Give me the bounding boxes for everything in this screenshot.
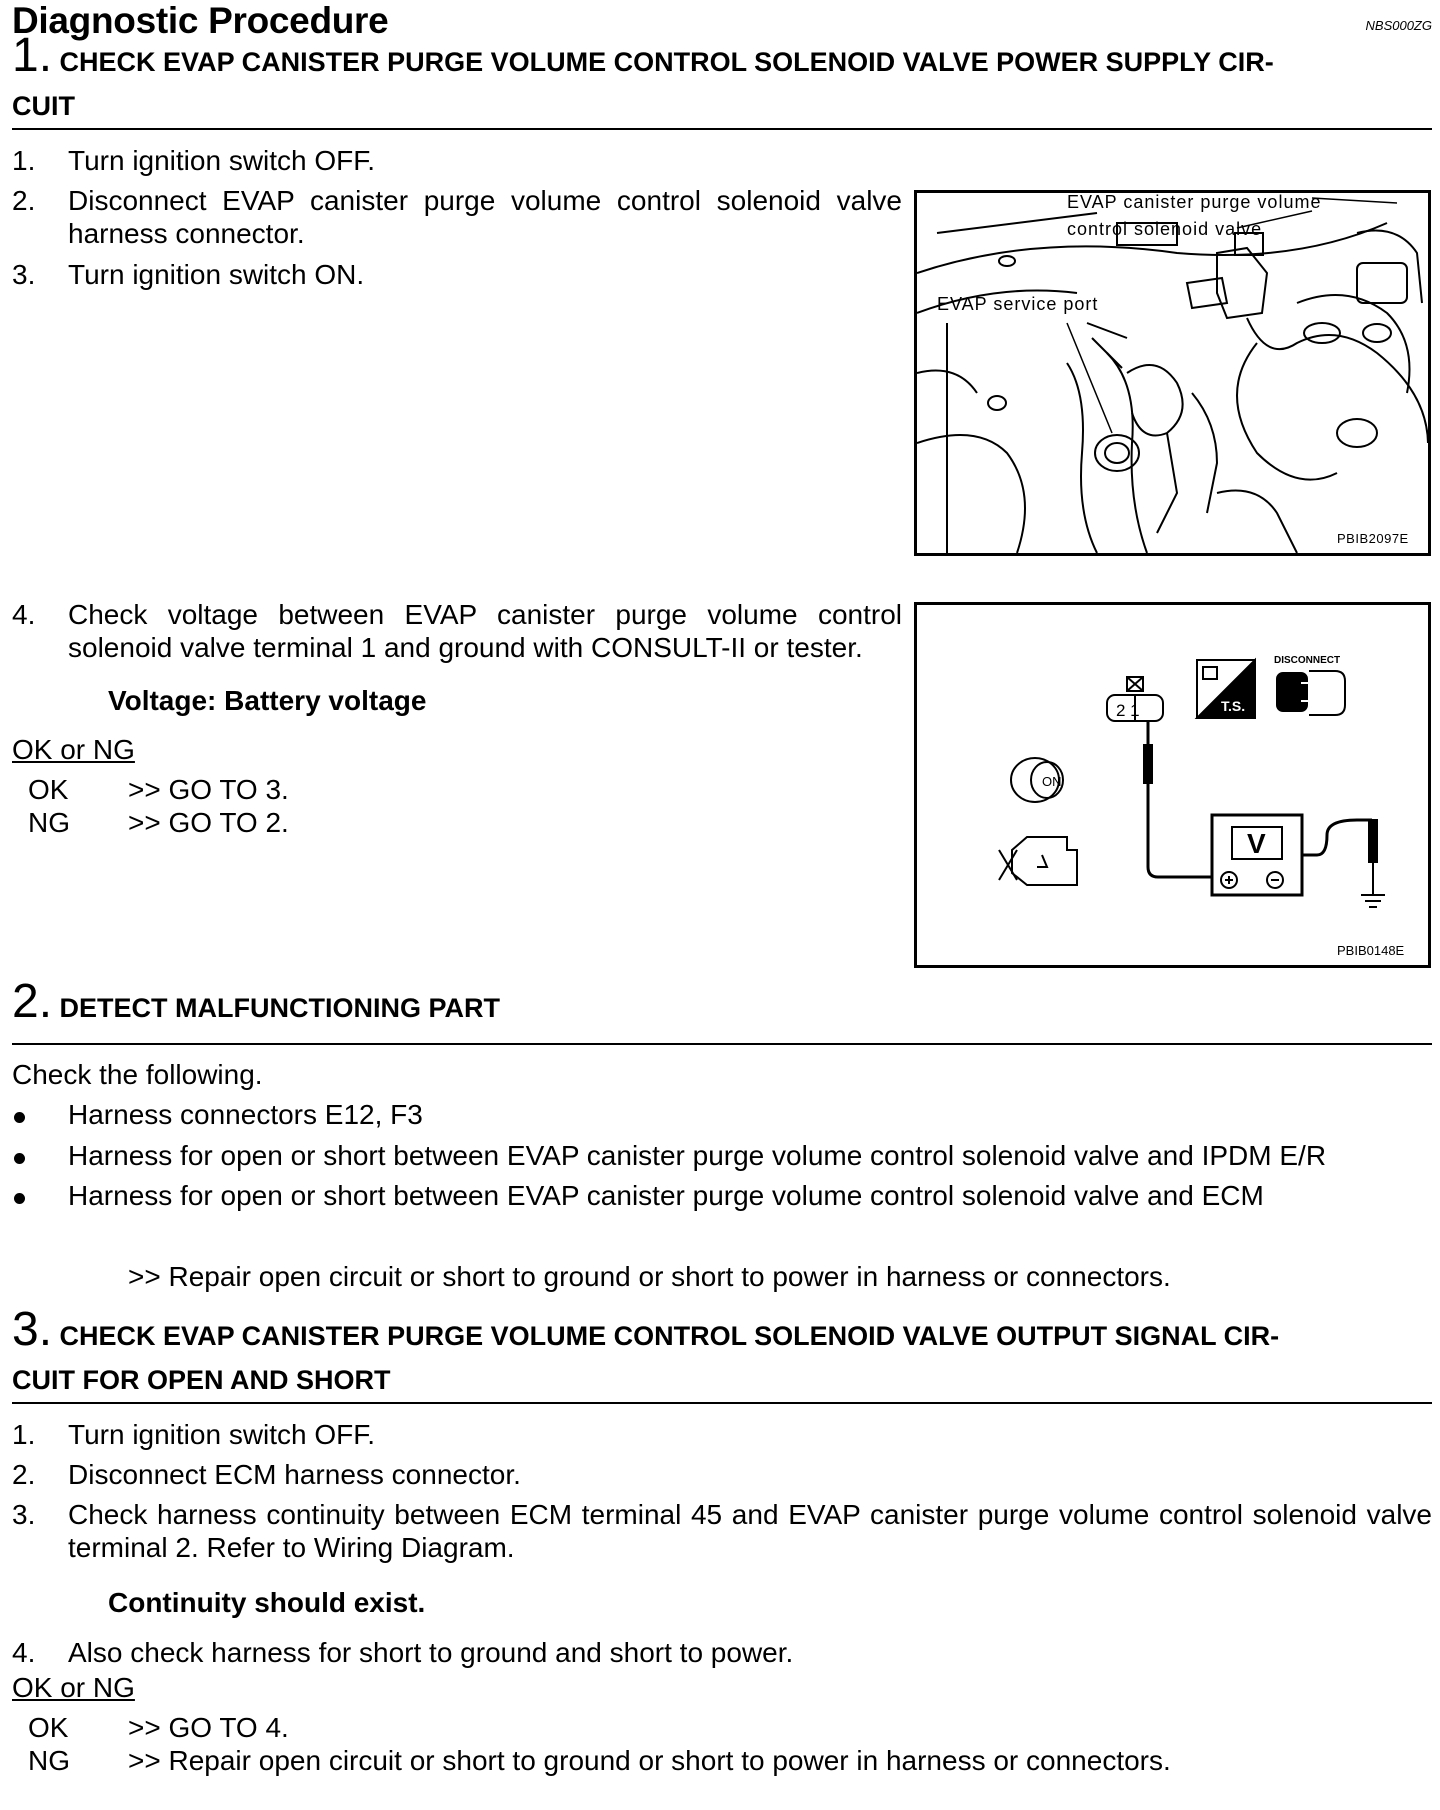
section1-spec: Voltage: Battery voltage — [108, 685, 427, 716]
step-text: Also check harness for short to ground a… — [68, 1637, 794, 1668]
key-label: ON — [1042, 774, 1062, 789]
section1-step-2: 2. Disconnect EVAP canister purge volume… — [12, 184, 902, 252]
section3-okng-label: OK or NG — [12, 1672, 135, 1703]
figure1-label-valve-line2: control solenoid valve — [1067, 219, 1262, 239]
section3-rule — [12, 1402, 1432, 1404]
section2-rule — [12, 1043, 1432, 1045]
section3-number: 3. — [12, 1303, 53, 1356]
page-title: Diagnostic Procedure — [12, 0, 389, 41]
engine-icon — [1011, 836, 1078, 886]
engine-bay-illustration: EVAP canister purge volume control solen… — [916, 192, 1429, 554]
section3-result-ok-action: >> GO TO 4. — [128, 1712, 289, 1743]
section3-result-ng-action: >> Repair open circuit or short to groun… — [128, 1745, 1171, 1776]
section3-heading: 3. CHECK EVAP CANISTER PURGE VOLUME CONT… — [12, 1306, 1432, 1356]
bullet-icon — [14, 1112, 25, 1123]
section1-okng-label: OK or NG — [12, 734, 135, 765]
step-text: Check voltage between EVAP canister purg… — [68, 599, 902, 663]
step-number: 2. — [12, 1459, 36, 1490]
disconnect-icon — [1276, 672, 1308, 712]
section1-result-ng-action: >> GO TO 2. — [128, 807, 289, 838]
step-number: 1. — [12, 1419, 36, 1450]
step-number: 4. — [12, 1637, 36, 1668]
section1-heading-line2: CUIT — [12, 91, 75, 121]
bullet-text: Harness for open or short between EVAP c… — [68, 1140, 1327, 1171]
section2-bullet-3: Harness for open or short between EVAP c… — [0, 1179, 1440, 1213]
section1-result-ng-key: NG — [28, 807, 70, 838]
ignition-key-icon — [1010, 757, 1060, 803]
section3-spec: Continuity should exist. — [108, 1587, 426, 1618]
step-text: Check harness continuity between ECM ter… — [68, 1499, 1432, 1563]
section1-result-ok-key: OK — [28, 774, 69, 805]
step-text: Turn ignition switch OFF. — [68, 1419, 376, 1450]
section3-heading-line2: CUIT FOR OPEN AND SHORT — [12, 1365, 391, 1395]
section3-heading-line1: CHECK EVAP CANISTER PURGE VOLUME CONTROL… — [59, 1321, 1280, 1351]
bullet-text: Harness connectors E12, F3 — [68, 1099, 423, 1130]
figure1-code: PBIB2097E — [1337, 531, 1409, 546]
section2-intro: Check the following. — [12, 1059, 263, 1090]
step-text: Disconnect ECM harness connector. — [68, 1459, 521, 1490]
section3-step-4: 4. Also check harness for short to groun… — [12, 1636, 1432, 1670]
step-number: 2. — [12, 185, 36, 216]
engine-bay-figure: EVAP canister purge volume control solen… — [914, 190, 1431, 556]
section2-number: 2. — [12, 975, 53, 1028]
bullet-text: Harness for open or short between EVAP c… — [68, 1180, 1264, 1211]
section2-bullet-2: Harness for open or short between EVAP c… — [0, 1139, 1440, 1173]
step-number: 3. — [12, 259, 36, 290]
section2-heading: 2. DETECT MALFUNCTIONING PART — [12, 978, 1432, 1028]
ts-label: T.S. — [1221, 698, 1245, 714]
step-number: 3. — [12, 1499, 36, 1530]
section2-heading-text: DETECT MALFUNCTIONING PART — [59, 993, 501, 1023]
section1-number: 1. — [12, 29, 53, 82]
disconnect-label: DISCONNECT — [1274, 655, 1340, 666]
meter-label: V — [1247, 828, 1266, 859]
section2-bullet-1: Harness connectors E12, F3 — [0, 1098, 1440, 1132]
section1-step-1: 1. Turn ignition switch OFF. — [12, 144, 902, 178]
bullet-icon — [14, 1153, 25, 1164]
section3-step-2: 2. Disconnect ECM harness connector. — [12, 1458, 1432, 1492]
voltage-check-diagram: 2 1 DISCONNECT T.S. ON V PBIB0148E — [998, 655, 1405, 958]
step-text: Disconnect EVAP canister purge volume co… — [68, 185, 902, 249]
connector-terminals: 2 1 — [1116, 701, 1140, 720]
section3-step-3: 3. Check harness continuity between ECM … — [12, 1498, 1432, 1566]
step-text: Turn ignition switch OFF. — [68, 145, 376, 176]
step-number: 1. — [12, 145, 36, 176]
step-number: 4. — [12, 599, 36, 630]
section1-step-4: 4. Check voltage between EVAP canister p… — [12, 598, 902, 666]
section3-result-ok-key: OK — [28, 1712, 69, 1743]
section3-step-1: 1. Turn ignition switch OFF. — [12, 1418, 1432, 1452]
section1-heading: 1. CHECK EVAP CANISTER PURGE VOLUME CONT… — [12, 32, 1432, 82]
bullet-icon — [14, 1193, 25, 1204]
section3-result-ng-key: NG — [28, 1745, 70, 1776]
section1-step-3: 3. Turn ignition switch ON. — [12, 258, 902, 292]
figure1-label-valve-line1: EVAP canister purge volume — [1067, 193, 1321, 212]
doc-code: NBS000ZG — [1365, 18, 1432, 33]
figure1-label-port: EVAP service port — [937, 294, 1098, 314]
voltage-check-figure: 2 1 DISCONNECT T.S. ON V PBIB0148E — [914, 602, 1431, 968]
section2-action: >> Repair open circuit or short to groun… — [128, 1261, 1171, 1292]
section1-rule — [12, 128, 1432, 130]
step-text: Turn ignition switch ON. — [68, 259, 365, 290]
section1-heading-line1: CHECK EVAP CANISTER PURGE VOLUME CONTROL… — [59, 47, 1274, 77]
figure2-code: PBIB0148E — [1337, 943, 1405, 958]
section1-result-ok-action: >> GO TO 3. — [128, 774, 289, 805]
